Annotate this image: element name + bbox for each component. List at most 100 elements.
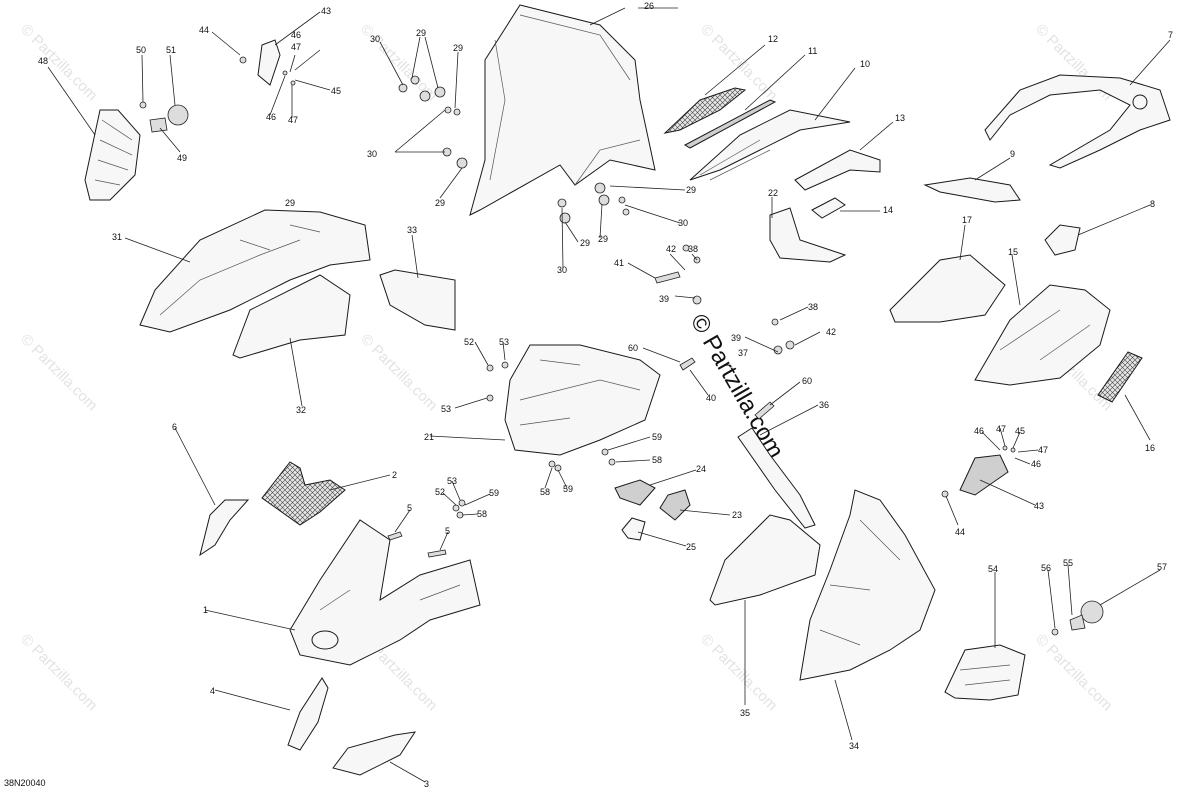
part-bracket-24[interactable] [614, 479, 656, 506]
part-strip-36[interactable] [737, 427, 816, 529]
callout-label[interactable]: 23 [732, 510, 742, 520]
callout-label[interactable]: 43 [1034, 501, 1044, 511]
callout-label[interactable]: 32 [296, 405, 306, 415]
callout-label[interactable]: 45 [1015, 426, 1025, 436]
callout-label[interactable]: 47 [288, 115, 298, 125]
callout-label[interactable]: 58 [652, 455, 662, 465]
callout-label[interactable]: 29 [453, 43, 463, 53]
part-mirror-43[interactable] [257, 39, 281, 86]
callout-label[interactable]: 60 [628, 343, 638, 353]
callout-label[interactable]: 46 [1031, 459, 1041, 469]
part-trim-strip[interactable] [683, 99, 777, 149]
callout-label[interactable]: 2 [392, 470, 397, 480]
part-bulb-57[interactable] [1069, 600, 1104, 631]
callout-label[interactable]: 10 [860, 59, 870, 69]
callout-label[interactable]: 40 [706, 393, 716, 403]
part-cap-8[interactable] [1044, 224, 1081, 256]
part-headlight-left[interactable] [84, 109, 141, 201]
callout-label[interactable]: 42 [826, 327, 836, 337]
callout-label[interactable]: 55 [1063, 558, 1073, 568]
callout-label[interactable]: 25 [686, 542, 696, 552]
part-windshield[interactable] [469, 4, 656, 216]
callout-label[interactable]: 58 [540, 487, 550, 497]
callout-label[interactable]: 52 [435, 487, 445, 497]
callout-label[interactable]: 46 [291, 30, 301, 40]
callout-label[interactable]: 30 [370, 34, 380, 44]
callout-label[interactable]: 30 [367, 149, 377, 159]
part-bulb-49[interactable] [149, 104, 189, 133]
callout-label[interactable]: 53 [499, 337, 509, 347]
part-upper-panel[interactable] [689, 109, 851, 181]
callout-label[interactable]: 49 [177, 153, 187, 163]
callout-label[interactable]: 24 [696, 464, 706, 474]
part-bracket-23[interactable] [659, 489, 691, 521]
callout-label[interactable]: 59 [489, 488, 499, 498]
callout-label[interactable]: 21 [424, 432, 434, 442]
callout-label[interactable]: 38 [808, 302, 818, 312]
callout-label[interactable]: 17 [962, 215, 972, 225]
part-bracket-6[interactable] [199, 499, 250, 557]
callout-label[interactable]: 43 [321, 6, 331, 16]
callout-label[interactable]: 44 [955, 527, 965, 537]
callout-label[interactable]: 26 [644, 1, 654, 11]
part-side-panel-35[interactable] [709, 514, 821, 606]
callout-label[interactable]: 60 [802, 376, 812, 386]
callout-label[interactable]: 41 [614, 258, 624, 268]
callout-label[interactable]: 4 [210, 686, 215, 696]
part-side-panel-34[interactable] [799, 489, 936, 681]
part-light-43[interactable] [959, 454, 1009, 496]
part-grille-16[interactable] [1097, 351, 1143, 403]
callout-label[interactable]: 39 [659, 294, 669, 304]
part-bracket-14[interactable] [811, 197, 846, 219]
callout-label[interactable]: 50 [136, 45, 146, 55]
part-trim-3[interactable] [332, 731, 417, 776]
callout-label[interactable]: 52 [464, 337, 474, 347]
callout-label[interactable]: 8 [1150, 199, 1155, 209]
part-bracket-25[interactable] [621, 517, 646, 541]
callout-label[interactable]: 3 [424, 779, 429, 789]
part-rear-handle[interactable] [984, 74, 1171, 169]
part-side-panel-32[interactable] [232, 274, 351, 359]
callout-label[interactable]: 29 [416, 28, 426, 38]
callout-label[interactable]: 38 [688, 244, 698, 254]
part-side-piece-22[interactable] [769, 207, 847, 263]
callout-label[interactable]: 22 [768, 188, 778, 198]
callout-label[interactable]: 47 [291, 42, 301, 52]
callout-label[interactable]: 37 [738, 348, 748, 358]
part-hood-1[interactable] [289, 519, 481, 666]
callout-label[interactable]: 53 [447, 476, 457, 486]
callout-label[interactable]: 34 [849, 741, 859, 751]
part-panel-33[interactable] [379, 269, 456, 331]
callout-label[interactable]: 59 [563, 484, 573, 494]
part-headlight-right[interactable] [944, 644, 1026, 701]
part-vent-mesh[interactable] [663, 87, 747, 134]
callout-label[interactable]: 47 [1038, 445, 1048, 455]
part-dash-21[interactable] [504, 344, 661, 456]
callout-label[interactable]: 12 [768, 34, 778, 44]
part-grille-2[interactable] [261, 461, 346, 526]
callout-label[interactable]: 47 [996, 424, 1006, 434]
callout-label[interactable]: 45 [331, 86, 341, 96]
callout-label[interactable]: 15 [1008, 247, 1018, 257]
callout-label[interactable]: 5 [407, 503, 412, 513]
part-trim-4[interactable] [287, 677, 329, 751]
part-bracket-13[interactable] [794, 149, 881, 191]
callout-label[interactable]: 33 [407, 225, 417, 235]
callout-label[interactable]: 58 [477, 509, 487, 519]
callout-label[interactable]: 30 [678, 218, 688, 228]
callout-label[interactable]: 48 [38, 56, 48, 66]
callout-label[interactable]: 14 [883, 205, 893, 215]
callout-label[interactable]: 46 [266, 112, 276, 122]
callout-label[interactable]: 29 [435, 198, 445, 208]
callout-label[interactable]: 42 [666, 244, 676, 254]
callout-label[interactable]: 6 [172, 422, 177, 432]
part-side-panel-17[interactable] [889, 254, 1006, 323]
callout-label[interactable]: 57 [1157, 562, 1167, 572]
callout-label[interactable]: 16 [1145, 443, 1155, 453]
callout-label[interactable]: 35 [740, 708, 750, 718]
callout-label[interactable]: 31 [112, 232, 122, 242]
callout-label[interactable]: 53 [441, 404, 451, 414]
callout-label[interactable]: 7 [1168, 30, 1173, 40]
callout-label[interactable]: 39 [731, 333, 741, 343]
callout-label[interactable]: 29 [686, 185, 696, 195]
